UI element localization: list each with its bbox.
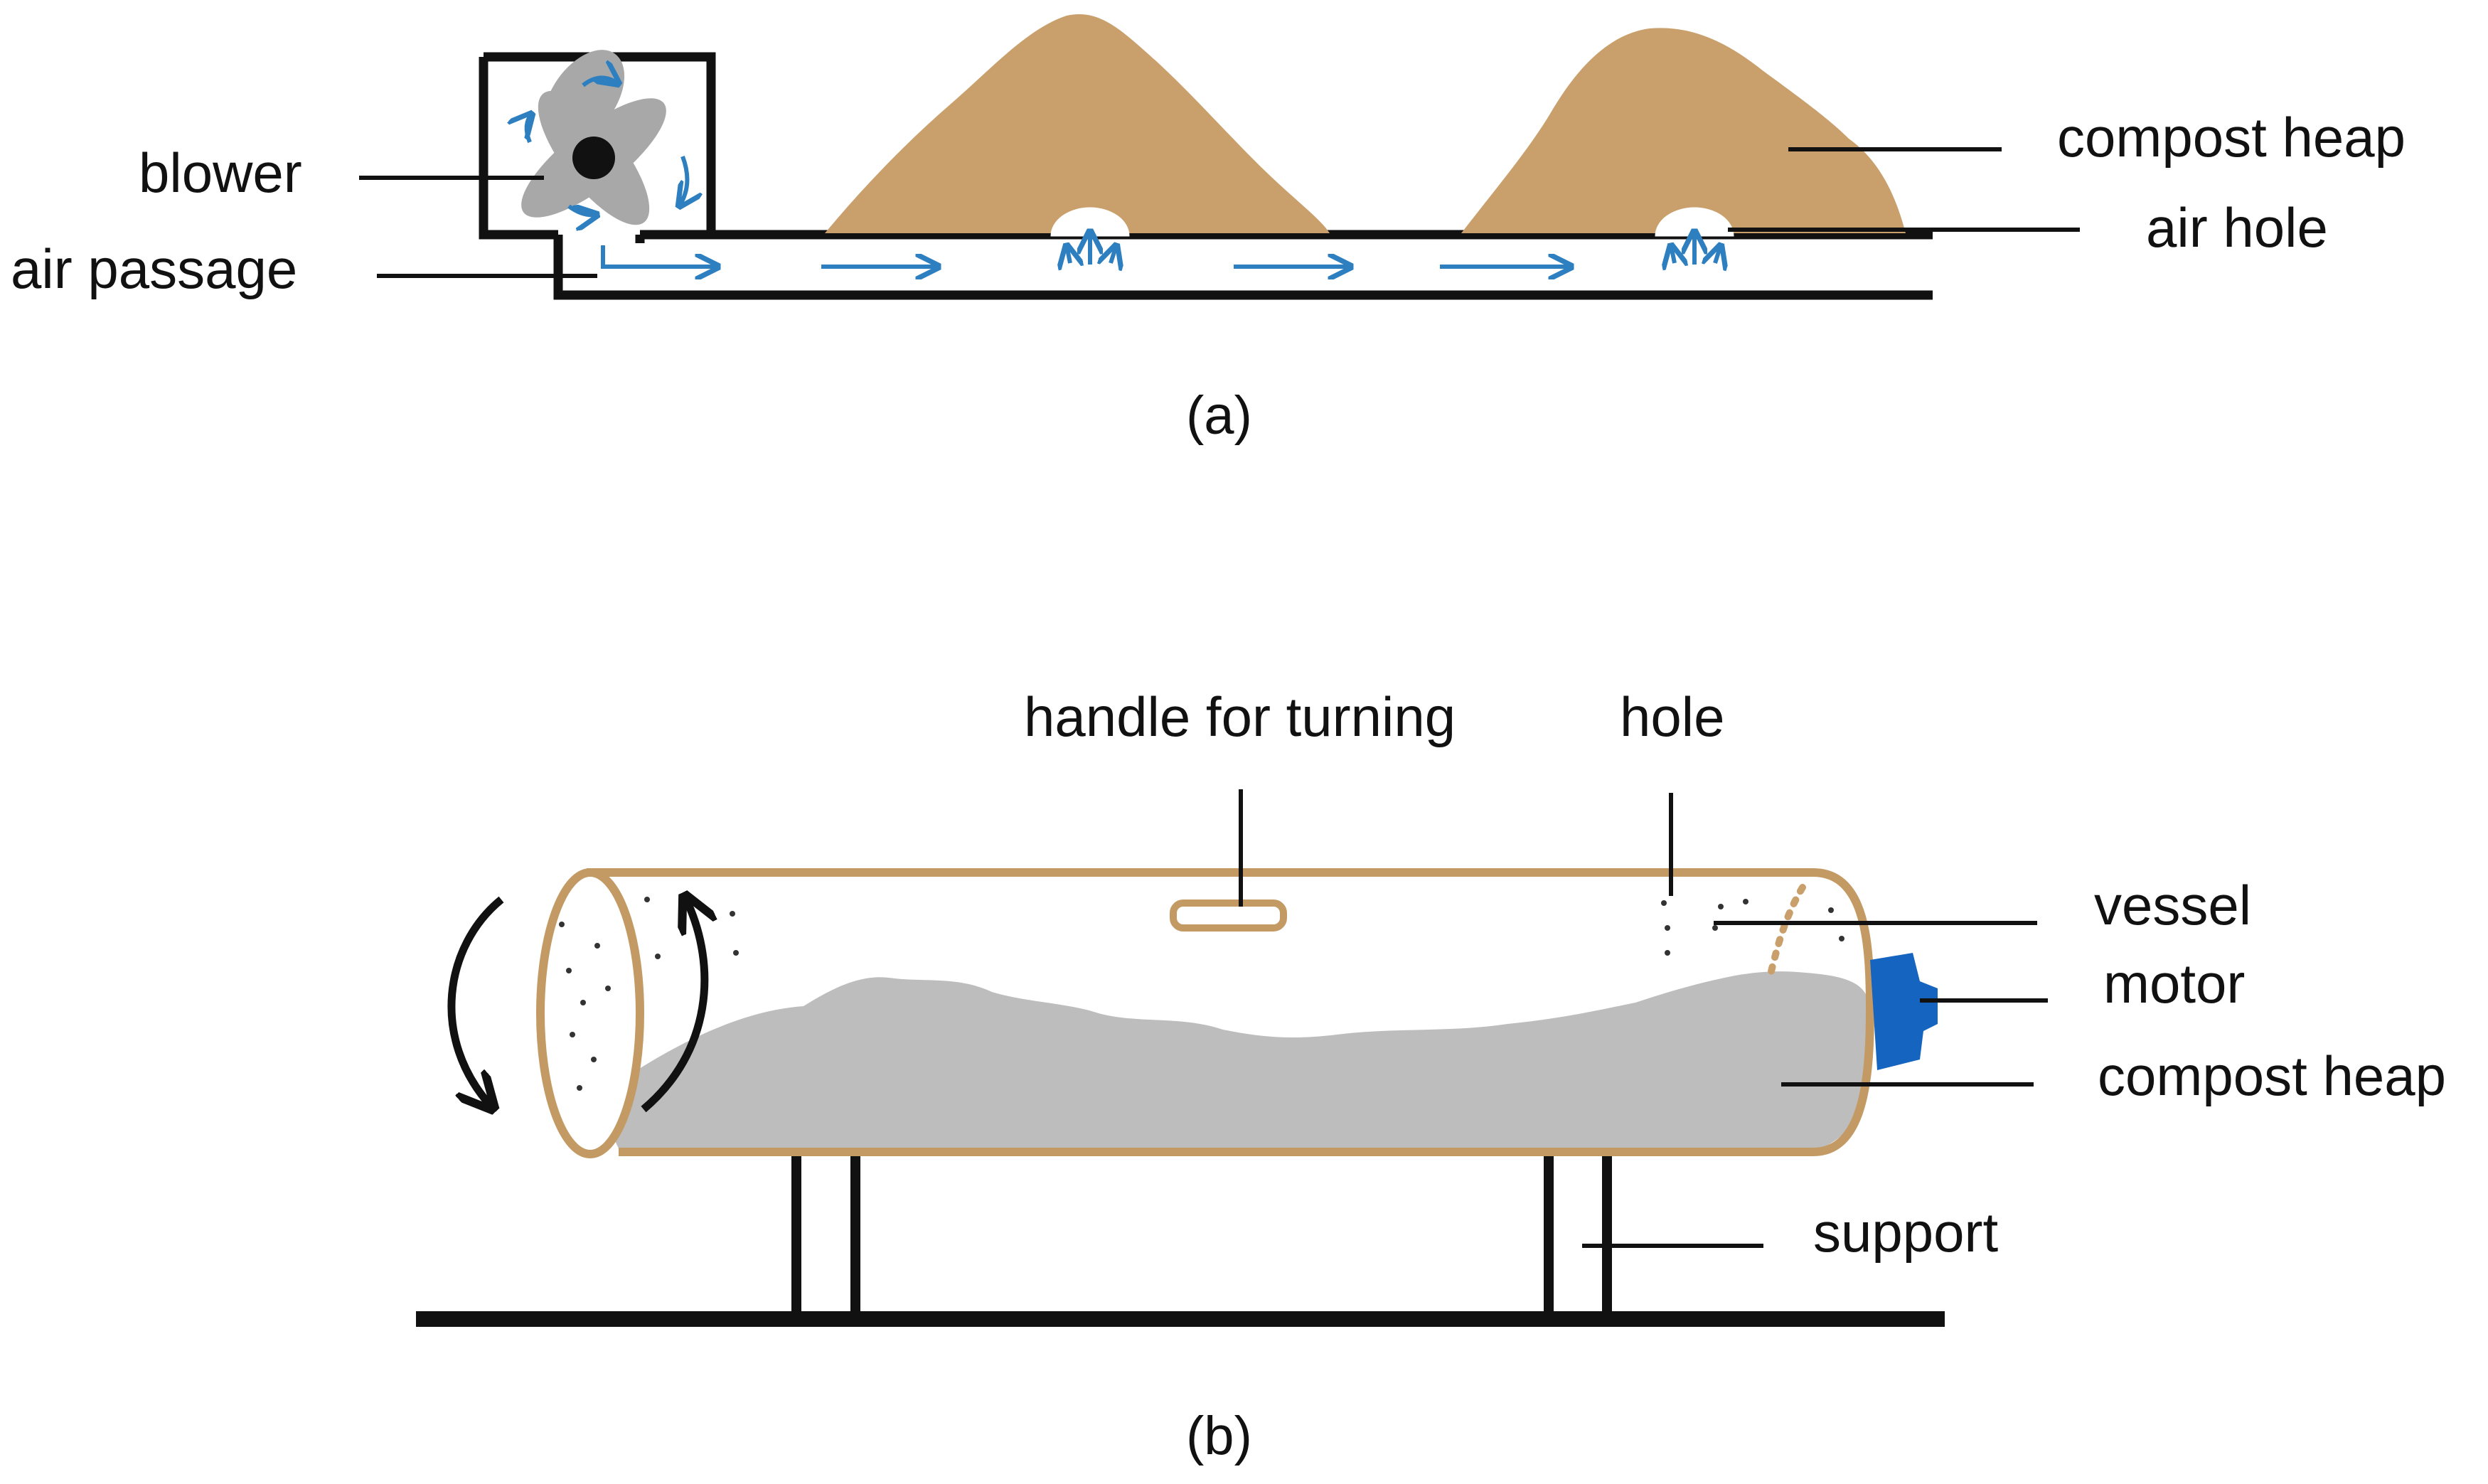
label-blower: blower <box>139 142 302 204</box>
label-compost-heap-a: compost heap <box>2057 106 2406 169</box>
panel-a-leader-lines <box>359 147 2080 278</box>
turning-handle <box>1170 900 1287 931</box>
label-hole: hole <box>1620 685 1724 748</box>
airflow-arrows-icon <box>601 245 1571 267</box>
vessel-supports <box>791 1155 1612 1315</box>
air-hole-arrows-icon <box>1067 231 1721 265</box>
label-motor: motor <box>2103 952 2245 1015</box>
compost-heap-1 <box>825 14 1330 234</box>
motor-block <box>1870 953 1938 1070</box>
label-vessel: vessel <box>2094 874 2251 936</box>
label-compost-heap-b: compost heap <box>2098 1045 2446 1107</box>
caption-a: (a) <box>1186 385 1252 446</box>
panel-a: blower air passage compost heap air hole… <box>11 14 2406 446</box>
panel-b: handle for turning hole vessel motor com… <box>416 685 2446 1466</box>
air-hole-2 <box>1655 207 1734 237</box>
panel-b-leader-lines <box>1239 789 2048 1248</box>
compost-heap-2 <box>1461 28 1906 234</box>
vessel-end-cap <box>536 868 644 1158</box>
air-hole-1 <box>1050 207 1130 237</box>
caption-b: (b) <box>1186 1406 1252 1466</box>
label-support: support <box>1813 1201 1998 1264</box>
label-handle: handle for turning <box>1024 685 1456 748</box>
label-air-passage: air passage <box>11 237 297 300</box>
vessel-hole-dots <box>559 897 1844 1091</box>
compost-heap-vessel <box>609 971 1867 1148</box>
vessel-hole-dotted-line <box>1767 884 1806 978</box>
label-air-hole: air hole <box>2146 196 2328 259</box>
vessel-body <box>587 868 1875 1156</box>
fan-rotation-arrows-icon <box>527 78 688 215</box>
rotation-arrows-icon <box>447 900 705 1109</box>
blower-fan-icon <box>521 50 666 225</box>
